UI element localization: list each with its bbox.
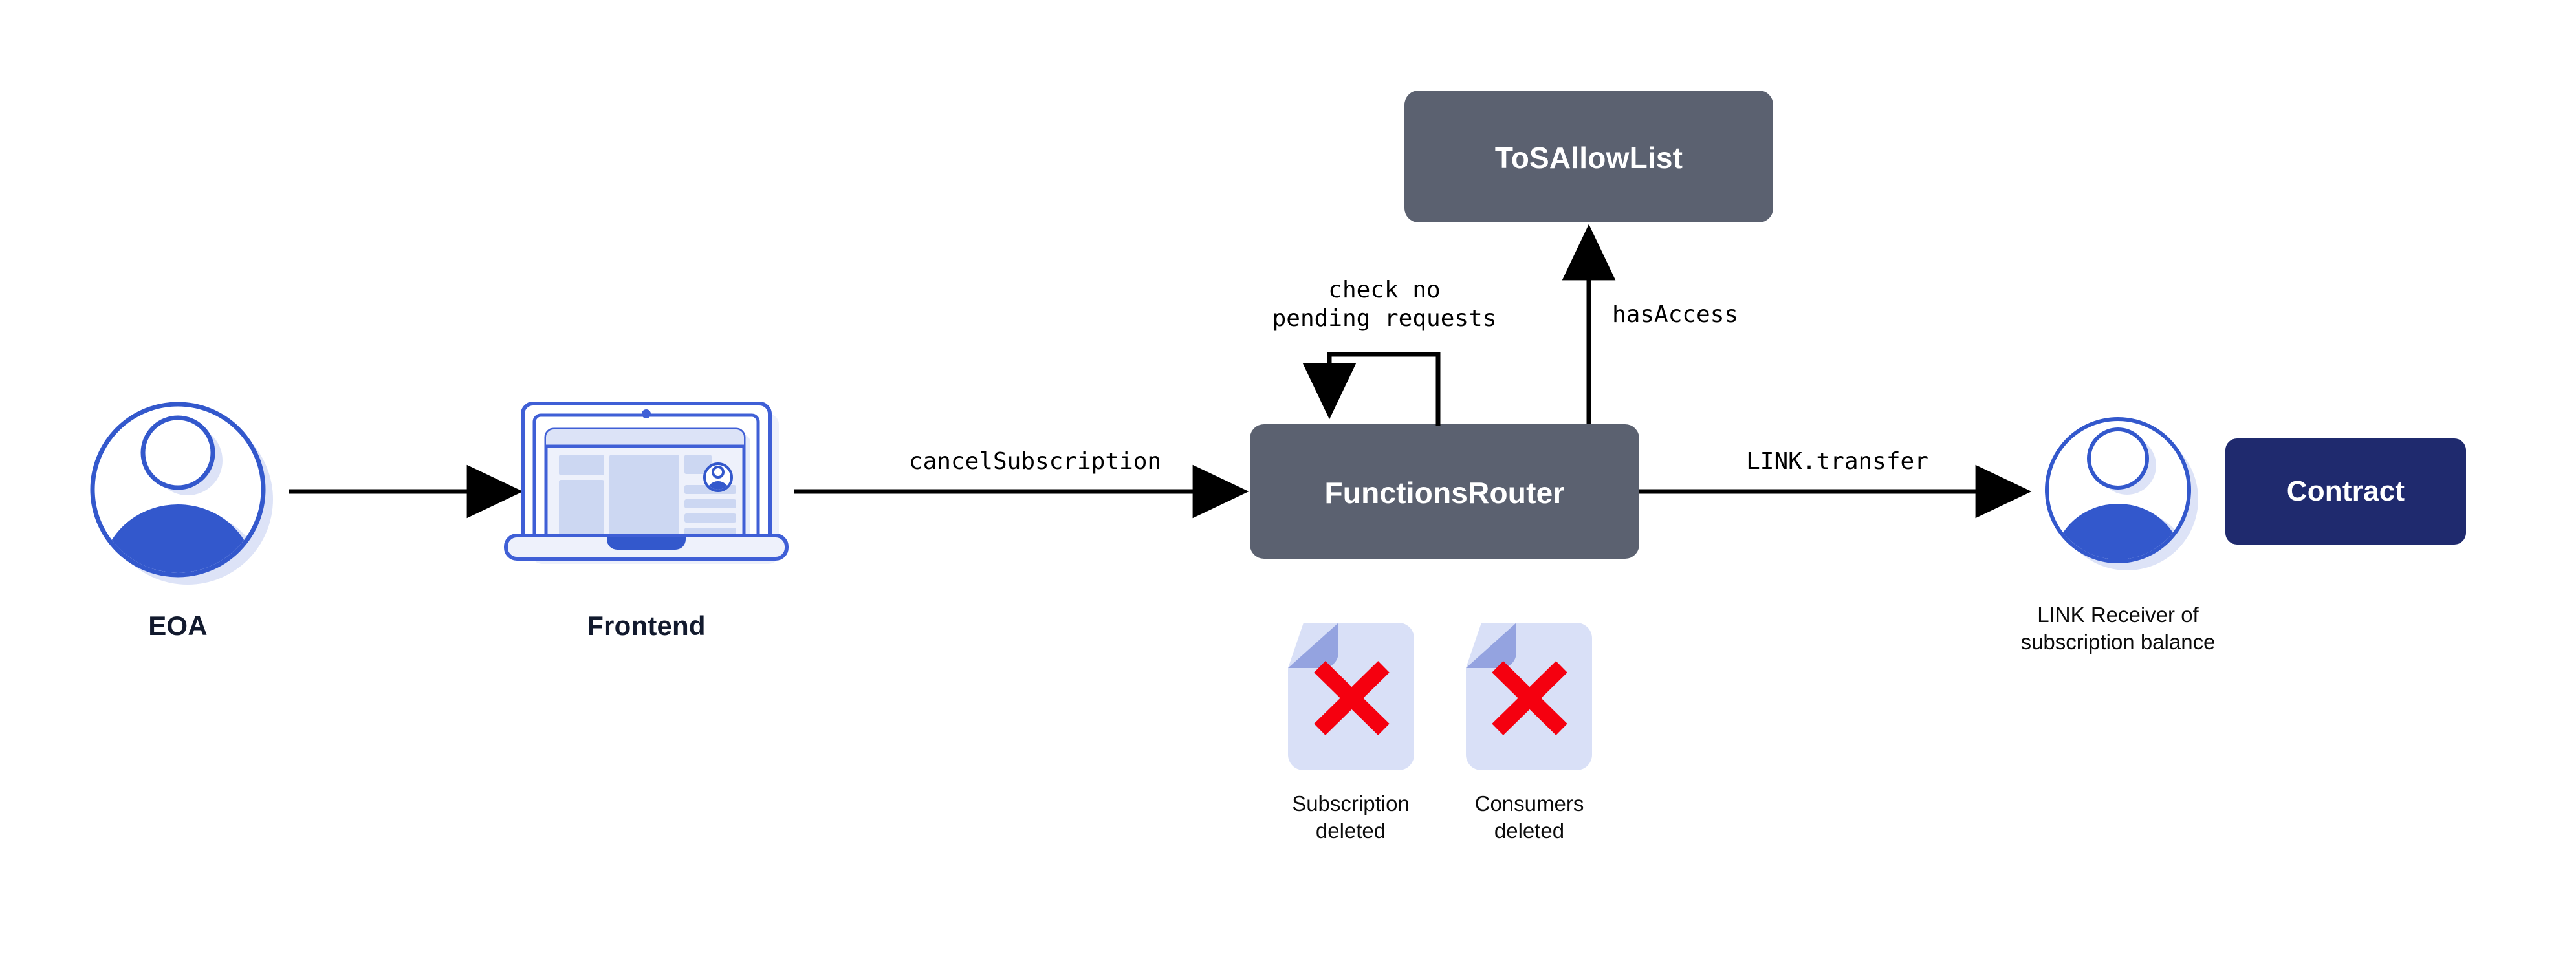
node-label-eoa: EOA <box>148 610 208 641</box>
box-label-tos-allow-list: ToSAllowList <box>1494 141 1683 175</box>
avatar-eoa <box>90 402 273 585</box>
icon-subscription-deleted-document <box>1288 623 1414 770</box>
edge-label-cancel-subscription: cancelSubscription <box>908 448 1162 475</box>
caption-consumers-deleted: Consumers deleted <box>1474 792 1584 843</box>
edge-label-has-access: hasAccess <box>1612 301 1739 328</box>
box-contract[interactable] <box>2225 438 2466 545</box>
avatar-link-receiver <box>2045 417 2198 570</box>
icon-consumers-deleted-document <box>1466 623 1592 770</box>
box-label-functions-router: FunctionsRouter <box>1324 476 1565 510</box>
edge-label-link-transfer: LINK.transfer <box>1746 448 1928 475</box>
arrow-router-self-loop <box>1302 352 1441 426</box>
box-functions-router[interactable] <box>1250 424 1639 559</box>
edge-label-check-no-pending-requests: check no pending requests <box>1272 277 1497 332</box>
icon-frontend-laptop <box>504 402 789 564</box>
caption-subscription-deleted: Subscription deleted <box>1292 792 1410 843</box>
box-label-contract: Contract <box>2286 475 2405 507</box>
caption-link-receiver: LINK Receiver of subscription balance <box>2020 603 2216 654</box>
node-label-frontend: Frontend <box>587 610 706 641</box>
box-tos-allow-list[interactable] <box>1404 91 1773 222</box>
